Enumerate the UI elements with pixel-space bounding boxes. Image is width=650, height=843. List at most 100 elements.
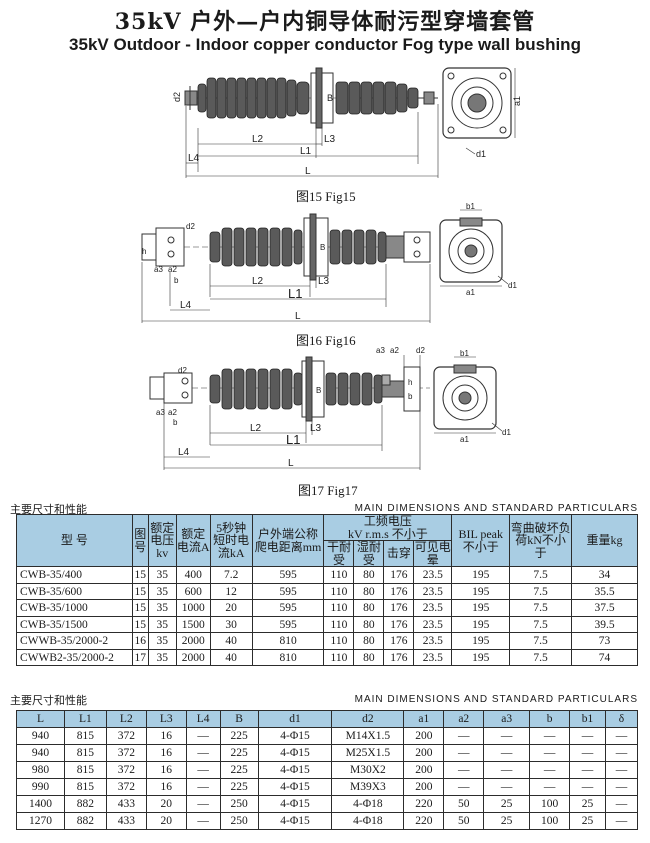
table-cell: 400 [175,566,211,584]
table-cell: — [569,727,606,745]
model-cell: CWB-35/400 [16,566,133,584]
fig15-label-d2: d2 [172,92,182,102]
table-cell: 4-Φ18 [331,812,405,830]
header-fig: 图号 [131,513,149,568]
header-dry: 干耐受 [323,540,355,568]
fig15-label-b: B [327,93,333,103]
table-cell: 600 [175,582,211,601]
table-cell: — [569,744,606,762]
table-cell: 7.5 [509,582,573,601]
fig16-label-b1: b1 [466,202,475,211]
column-header: L3 [145,710,187,728]
table-cell: 882 [63,812,107,830]
table-cell: 815 [63,778,107,796]
table-cell: M14X1.5 [331,727,405,745]
table-cell: — [483,744,531,762]
table-cell: M39X3 [331,778,405,796]
table-cell: 73 [571,632,638,650]
table-cell: 176 [383,648,415,667]
table-cell: 815 [63,761,107,779]
table-cell: 433 [105,795,147,813]
column-header: L2 [105,710,147,728]
table-cell: 23.5 [413,648,453,667]
table-cell: 4-Φ15 [257,812,333,830]
fig16-label-l4: L4 [180,300,192,311]
table-cell: 195 [451,648,511,667]
table-cell: — [604,795,639,813]
table-cell: 50 [443,795,485,813]
table-cell: 15 [131,582,149,601]
header-visible: 可见电晕 [413,540,453,568]
table-cell: 815 [63,727,107,745]
column-header: δ [604,710,639,728]
column-header: a1 [403,710,445,728]
table-cell: 225 [219,778,259,796]
header-weight: 重量kg [571,513,638,568]
fig17-label-b: b [408,392,413,401]
table-cell: 195 [451,599,511,617]
table-cell: 176 [383,599,415,617]
table-cell: 16 [145,727,187,745]
table-cell: 195 [451,615,511,634]
figure-17-caption: 图17 Fig17 [298,483,358,498]
table-cell: 25 [569,812,606,830]
performance-table: 型 号 图号 额定电压kv 额定电流A 5秒钟短时电流kA 户外端公称爬电距离m… [16,513,638,667]
table-cell: 7.5 [509,615,573,634]
table-cell: 25 [483,812,531,830]
table-cell: 110 [323,632,355,650]
table-cell: 40 [209,648,253,667]
table-cell: 4-Φ18 [331,795,405,813]
table-cell: 23.5 [413,582,453,601]
table-cell: 4-Φ15 [257,778,333,796]
table-cell: 810 [251,632,325,650]
table-cell: 225 [219,744,259,762]
header-rated-voltage: 额定电压kv [147,513,177,568]
table-cell: 433 [105,812,147,830]
table-cell: — [185,727,221,745]
table-cell: — [529,744,571,762]
table-cell: 15 [131,566,149,584]
table-cell: 35 [147,632,177,650]
table-cell: 35.5 [571,582,638,601]
table-cell: 35 [147,599,177,617]
table-cell: — [185,744,221,762]
fig16-label-a3: a3 [154,265,163,274]
fig17-label-a2: a2 [390,346,399,355]
figure-15-caption: 图15 Fig15 [296,189,356,204]
table-cell: — [604,778,639,796]
table-cell: — [185,812,221,830]
table-cell: 2000 [175,632,211,650]
fig17-label-b-left: b [173,418,178,427]
table-cell: 195 [451,632,511,650]
fig17-label-l1: L1 [286,432,300,447]
table-cell: — [483,761,531,779]
fig15-label-l1: L1 [300,146,312,157]
table-cell: 80 [353,632,385,650]
table-cell: 372 [105,744,147,762]
model-cell: CWWB-35/2000-2 [16,632,133,650]
table-cell: — [483,778,531,796]
table-cell: 176 [383,615,415,634]
fig15-label-l4: L4 [188,153,200,164]
table-cell: 990 [16,778,65,796]
table-cell: 35 [147,566,177,584]
table1-section-cn: 主要尺寸和性能 [10,503,87,516]
fig17-label-h: h [408,378,412,387]
table-cell: 595 [251,599,325,617]
table-cell: 100 [529,795,571,813]
fig16-label-l1: L1 [288,286,302,301]
table-cell: 4-Φ15 [257,795,333,813]
table-cell: 1400 [16,795,65,813]
table-cell: 980 [16,761,65,779]
table-cell: 80 [353,566,385,584]
table-cell: 110 [323,648,355,667]
table-cell: 595 [251,566,325,584]
column-header: d1 [257,710,333,728]
model-cell: CWWB2-35/2000-2 [16,648,133,667]
column-header: a2 [443,710,485,728]
